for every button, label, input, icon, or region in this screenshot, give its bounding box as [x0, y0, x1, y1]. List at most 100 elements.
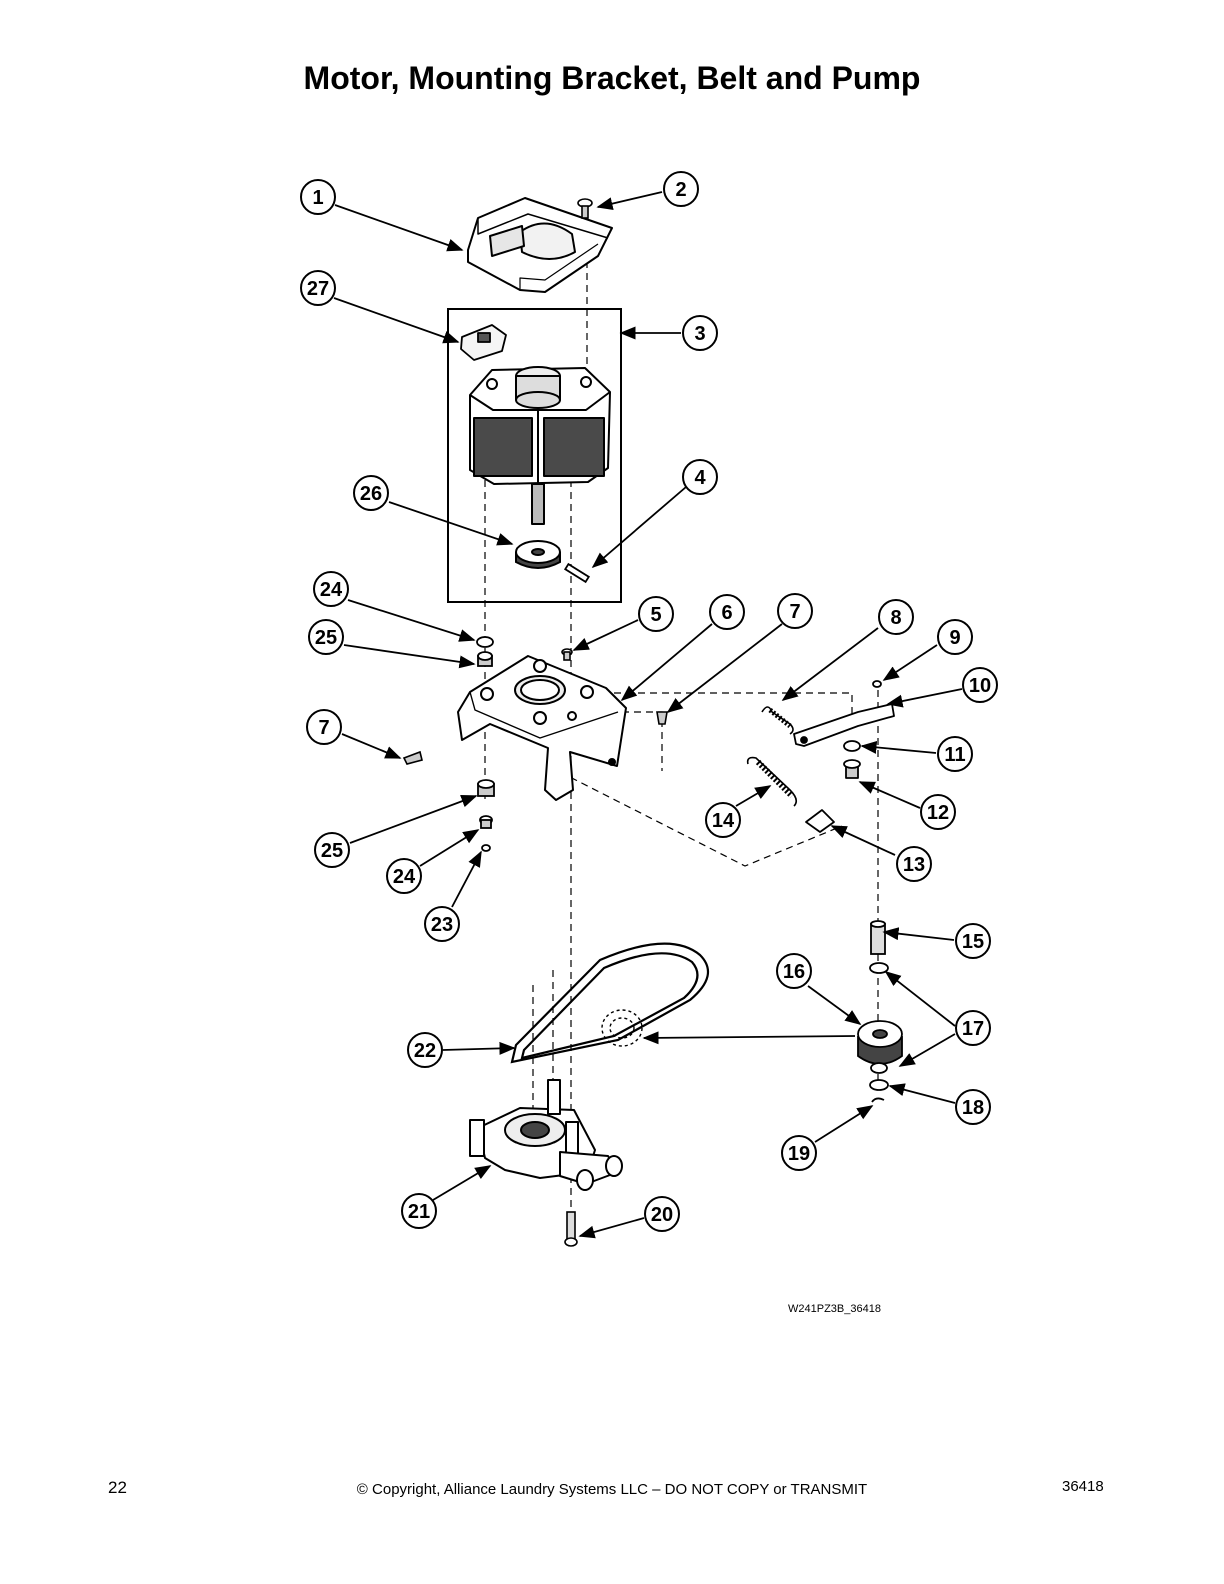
callout-number: 27	[307, 278, 329, 300]
callout-26: 26	[353, 475, 389, 511]
callout-24: 24	[386, 858, 422, 894]
callout-circle	[314, 832, 350, 868]
callout-17: 17	[955, 1010, 991, 1046]
leader-line-24	[347, 599, 476, 642]
callout-14: 14	[705, 802, 741, 838]
callout-leader-lines	[333, 191, 963, 1239]
callout-circle	[896, 846, 932, 882]
pump-part-21	[469, 1079, 623, 1191]
leader-line-8	[781, 627, 879, 701]
idler-arm-assembly	[793, 680, 895, 833]
callout-number: 18	[962, 1097, 984, 1119]
callout-circle	[663, 171, 699, 207]
leader-line-14	[735, 785, 772, 807]
motor-switch-part-27	[460, 324, 507, 361]
callout-25: 25	[308, 619, 344, 655]
springs-part-8-14	[746, 706, 798, 807]
leader-line-extra-1	[642, 1031, 856, 1045]
callout-13: 13	[896, 846, 932, 882]
leader-line-26	[388, 501, 514, 546]
callout-circle	[962, 667, 998, 703]
callout-number: 19	[788, 1143, 810, 1165]
callout-number: 23	[431, 914, 453, 936]
callout-25: 25	[314, 832, 350, 868]
callout-circle	[401, 1193, 437, 1229]
callout-circle	[306, 709, 342, 745]
callout-number: 8	[890, 607, 901, 629]
callout-number: 16	[783, 961, 805, 983]
callout-circle	[777, 593, 813, 629]
callout-10: 10	[962, 667, 998, 703]
callout-circle	[937, 619, 973, 655]
pulley-assembly-right	[857, 920, 903, 1103]
callout-circle	[705, 802, 741, 838]
leader-line-17	[898, 1033, 956, 1067]
callout-number: 17	[962, 1018, 984, 1040]
leader-line-7	[666, 623, 783, 713]
callout-24: 24	[313, 571, 349, 607]
callout-number: 3	[694, 323, 705, 345]
callout-circle	[878, 599, 914, 635]
leader-line-27	[333, 297, 460, 344]
motor-part-3	[469, 366, 611, 525]
leader-line-18	[888, 1083, 956, 1104]
callout-number: 11	[944, 744, 965, 766]
leader-line-4	[591, 486, 687, 569]
drive-belt-part-22	[510, 942, 710, 1064]
callout-number: 15	[962, 931, 984, 953]
callout-12: 12	[920, 794, 956, 830]
figure-identifier: W241PZ3B_36418	[788, 1303, 881, 1315]
callout-7: 7	[306, 709, 342, 745]
callout-circle	[308, 619, 344, 655]
callout-circle	[955, 923, 991, 959]
leader-line-10	[886, 688, 963, 708]
callout-circle	[424, 906, 460, 942]
leader-line-20	[578, 1217, 645, 1239]
callout-number: 7	[318, 717, 329, 739]
callout-circle	[313, 571, 349, 607]
callout-circle	[937, 736, 973, 772]
callout-circle	[781, 1135, 817, 1171]
leader-line-11	[860, 740, 937, 754]
callout-number: 14	[712, 810, 735, 832]
callout-number: 5	[650, 604, 661, 626]
copyright-notice: © Copyright, Alliance Laundry Systems LL…	[356, 1481, 868, 1498]
callout-number: 21	[408, 1201, 430, 1223]
callout-number: 6	[721, 602, 732, 624]
leader-line-16	[807, 985, 862, 1025]
callout-circle	[682, 315, 718, 351]
callout-circle	[955, 1089, 991, 1125]
leader-line-22	[442, 1041, 516, 1055]
leader-line-25	[343, 644, 476, 669]
callout-number: 4	[694, 467, 706, 489]
callout-number: 26	[360, 483, 382, 505]
callout-16: 16	[776, 953, 812, 989]
callout-number: 24	[393, 866, 416, 888]
callout-4: 4	[682, 459, 718, 495]
page-title: Motor, Mounting Bracket, Belt and Pump	[303, 60, 921, 96]
leader-line-12	[858, 781, 921, 809]
callout-circle	[644, 1196, 680, 1232]
callout-1: 1	[300, 179, 336, 215]
leader-line-5	[572, 619, 639, 651]
callout-circle	[300, 270, 336, 306]
callout-circle	[955, 1010, 991, 1046]
callout-19: 19	[781, 1135, 817, 1171]
callout-27: 27	[300, 270, 336, 306]
leader-line-24	[419, 829, 480, 867]
callout-18: 18	[955, 1089, 991, 1125]
motor-cover	[467, 197, 613, 293]
callout-circle	[353, 475, 389, 511]
leader-line-13	[830, 825, 896, 856]
callout-number: 12	[927, 802, 949, 824]
callout-circle	[407, 1032, 443, 1068]
callout-circle	[386, 858, 422, 894]
leader-line-2	[596, 191, 663, 210]
page-number: 22	[108, 1478, 127, 1497]
key-part-4	[563, 562, 591, 584]
callout-circle	[682, 459, 718, 495]
screw-part-2	[577, 198, 593, 219]
leader-line-6	[620, 623, 713, 702]
callout-circle	[920, 794, 956, 830]
